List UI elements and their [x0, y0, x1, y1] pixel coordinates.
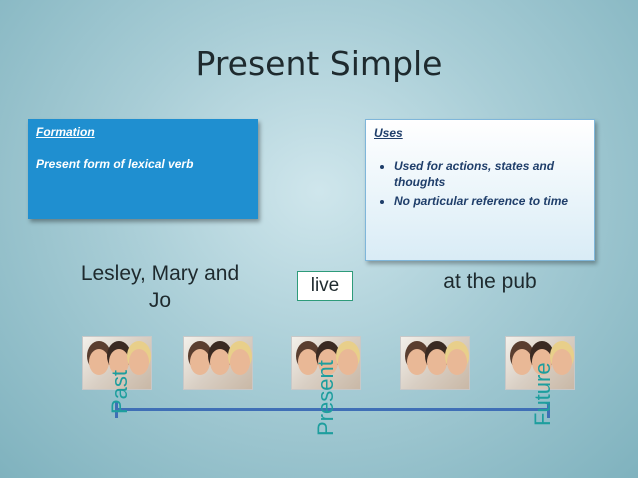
sentence-subject: Lesley, Mary and Jo [80, 262, 240, 312]
uses-box: Uses Used for actions, states and though… [365, 119, 595, 261]
photo-future-1 [400, 336, 470, 390]
timeline-label-present: Present [313, 360, 338, 436]
photo-past-2 [183, 336, 253, 390]
face-icon [210, 349, 230, 375]
formation-text: Present form of lexical verb [36, 157, 194, 171]
face-icon [447, 349, 467, 375]
timeline-label-future: Future [530, 362, 555, 426]
face-icon [230, 349, 250, 375]
face-icon [298, 349, 318, 375]
timeline-tick-past [115, 402, 118, 418]
uses-heading: Uses [374, 126, 403, 140]
face-icon [512, 349, 532, 375]
face-icon [190, 349, 210, 375]
formation-box: Formation Present form of lexical verb [28, 119, 258, 219]
face-icon [318, 349, 338, 375]
slide-title: Present Simple [195, 44, 443, 83]
face-icon [89, 349, 109, 375]
timeline-tick-future [547, 402, 550, 418]
timeline-line [115, 408, 550, 411]
photo-present [291, 336, 361, 390]
timeline-label-past: Past [107, 369, 132, 414]
face-icon [532, 349, 552, 375]
uses-item: Used for actions, states and thoughts [394, 158, 586, 190]
face-icon [407, 349, 427, 375]
photo-future [505, 336, 575, 390]
face-icon [338, 349, 358, 375]
face-icon [427, 349, 447, 375]
sentence-place: at the pub [443, 270, 537, 293]
face-icon [552, 349, 572, 375]
formation-heading: Formation [36, 125, 95, 139]
photo-past [82, 336, 152, 390]
sentence-verb-box: live [297, 271, 353, 301]
uses-list: Used for actions, states and thoughts No… [374, 158, 586, 209]
face-icon [129, 349, 149, 375]
face-icon [109, 349, 129, 375]
uses-item: No particular reference to time [394, 193, 586, 209]
